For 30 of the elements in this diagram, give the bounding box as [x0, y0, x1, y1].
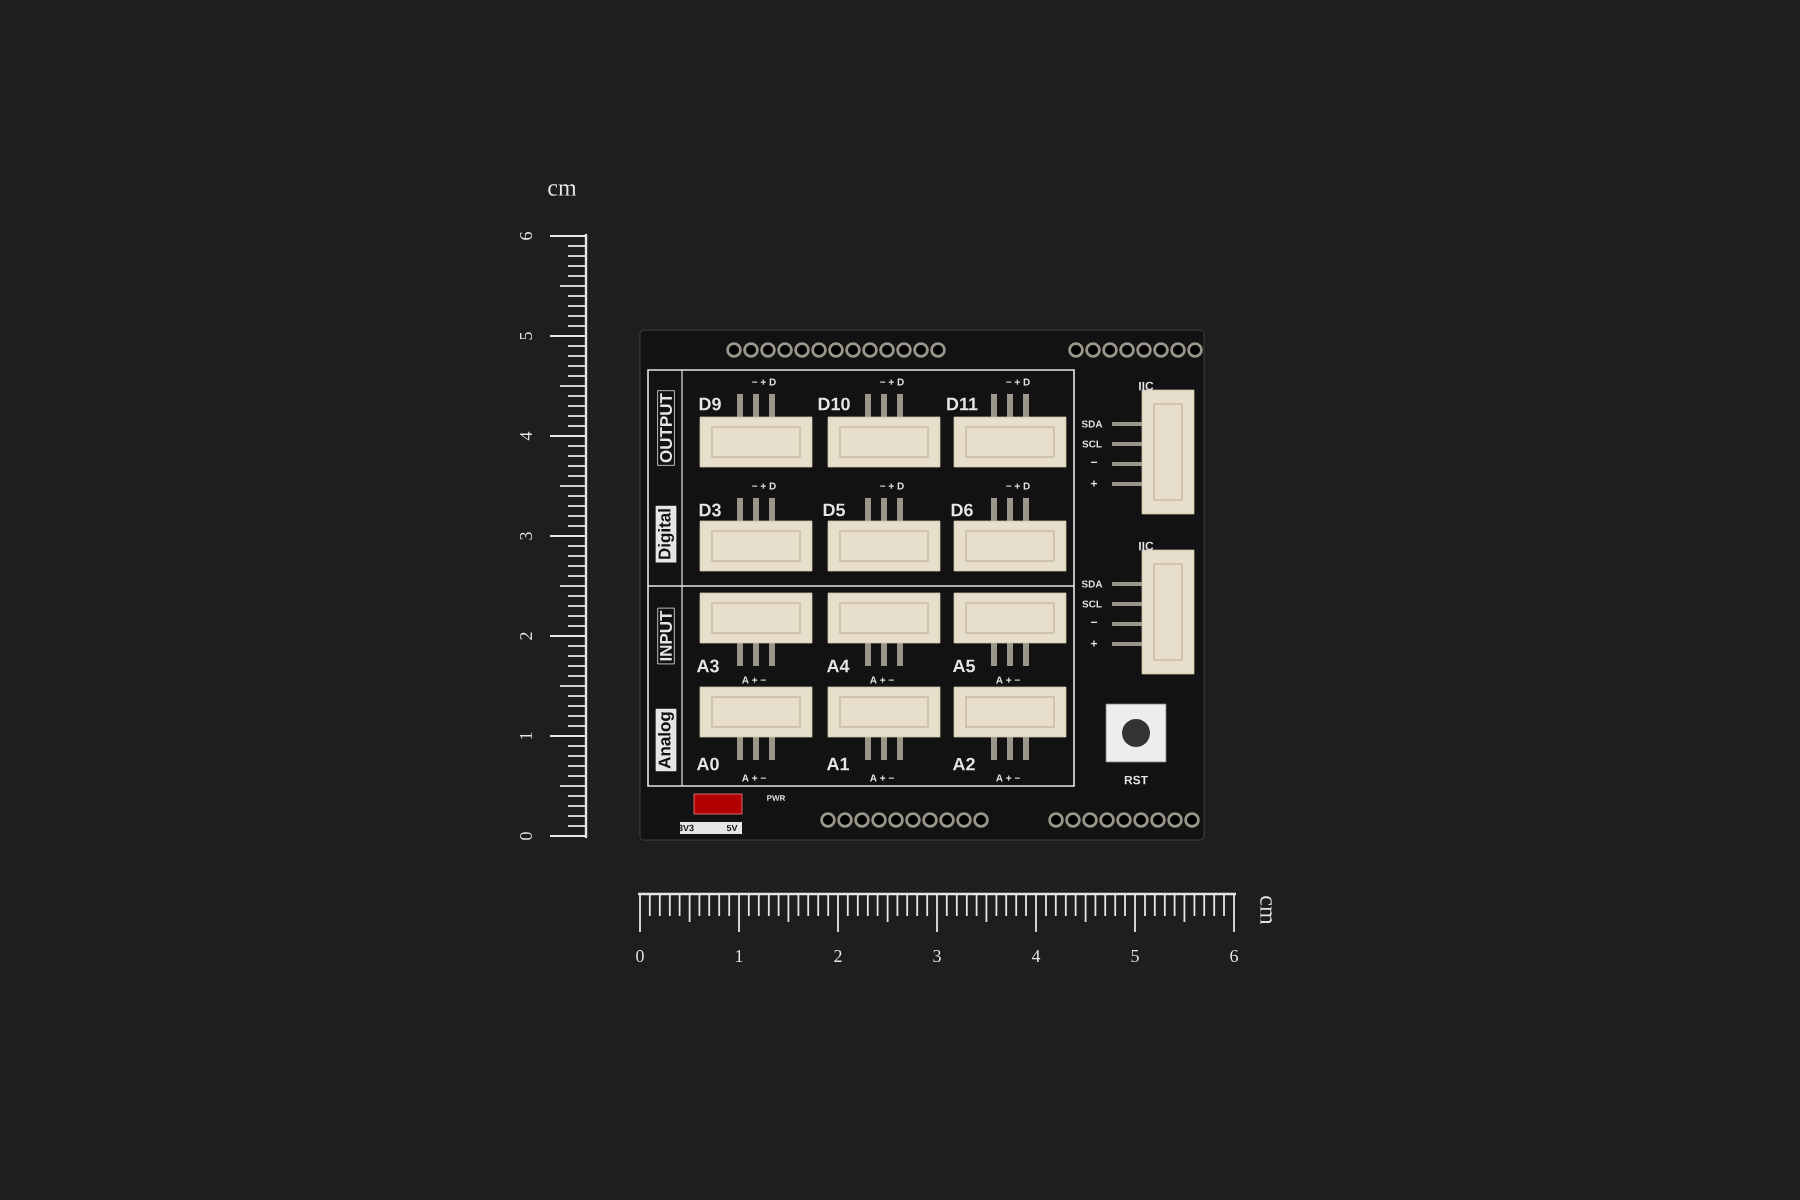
unit-label: cm — [1260, 896, 1272, 925]
port-label: A3 — [696, 659, 719, 673]
scale-number: 1 — [520, 732, 532, 739]
port-label: D3 — [699, 503, 721, 517]
section-label: INPUT — [657, 607, 675, 665]
unit-label: cm — [548, 184, 577, 196]
scale-number: 0 — [519, 832, 533, 840]
port-label: A1 — [826, 757, 849, 771]
port-label: D5 — [823, 503, 845, 517]
scale-number: 6 — [1230, 949, 1238, 963]
section-label: OUTPUT — [657, 390, 675, 466]
scale-number: 4 — [1031, 950, 1041, 962]
scale-number: 3 — [519, 532, 533, 540]
port-label: A0 — [696, 757, 719, 771]
scale-number: 5 — [520, 332, 532, 340]
port-label: D10 — [818, 397, 850, 411]
scale-number: 0 — [636, 949, 644, 963]
port-label: D6 — [951, 503, 973, 517]
scale-number: 2 — [520, 632, 532, 640]
port-label: A4 — [826, 659, 850, 673]
port-label: D9 — [699, 397, 721, 411]
port-label: A5 — [952, 659, 975, 673]
scale-number: 3 — [933, 949, 941, 963]
scale-number: 1 — [736, 950, 743, 962]
scale-number: 5 — [1131, 950, 1139, 962]
scale-number: 4 — [520, 431, 532, 441]
port-label: D11 — [947, 397, 978, 411]
scale-number: 2 — [834, 950, 842, 962]
port-label: A2 — [952, 757, 975, 771]
scale-number: 6 — [519, 232, 533, 240]
